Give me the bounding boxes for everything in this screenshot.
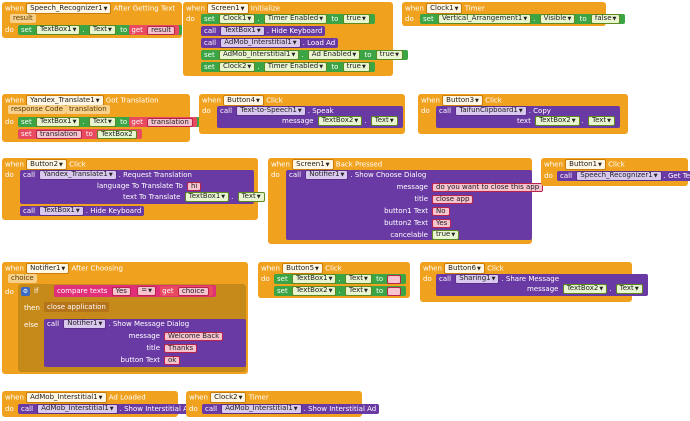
arg-label-message: message — [396, 183, 428, 191]
set-textbox2-text-empty[interactable]: set TextBox2▼. Text▼ to — [274, 286, 407, 296]
do-label: do — [405, 15, 414, 23]
if-then-else-block[interactable]: ⚙ if compare texts Yes =▼ get choice the… — [18, 284, 246, 372]
component-dropdown[interactable]: AdMob_Interstitial1▼ — [26, 392, 107, 403]
get-choice-block[interactable]: get choice — [160, 286, 213, 296]
component-dropdown[interactable]: Screen1▼ — [292, 159, 334, 170]
component-dropdown[interactable]: Screen1▼ — [207, 3, 249, 14]
event-block-button5-click[interactable]: when Button5▼ Click do set TextBox1▼. Te… — [258, 262, 410, 298]
do-label: do — [5, 171, 14, 179]
call-speech-recognizer-get-text[interactable]: call Speech_Recognizer1▼. Get Text — [557, 171, 690, 181]
if-label: if — [34, 287, 39, 295]
component-dropdown[interactable]: Speech_Recognizer1▼ — [26, 3, 112, 14]
arg-value-button1[interactable]: No — [432, 206, 450, 216]
component-dropdown[interactable]: Button6▼ — [444, 263, 485, 274]
do-label: do — [261, 275, 270, 283]
call-textbox1-hide-keyboard[interactable]: call TextBox1▼. Hide Keyboard — [201, 26, 326, 36]
do-label: do — [189, 405, 198, 413]
do-label: do — [5, 26, 14, 34]
event-block-button6-click[interactable]: when Button6▼ Click do call Sharing1▼. S… — [420, 262, 648, 302]
arg-value-message[interactable]: do you want to close this app — [432, 182, 544, 192]
event-block-button2-click[interactable]: when Button2▼ Click do call Yandex_Trans… — [2, 158, 265, 220]
arg-label-title: title — [146, 344, 160, 352]
arg-label-message: message — [128, 332, 160, 340]
event-block-speech-recognizer-after-getting-text[interactable]: when Speech_Recognizer1▼ After Getting T… — [2, 2, 182, 38]
event-param-choice[interactable]: choice — [8, 274, 37, 283]
when-label: when — [5, 4, 24, 13]
arg-value-button2[interactable]: Yes — [432, 218, 452, 228]
event-block-admob-ad-loaded[interactable]: when AdMob_Interstitial1▼ Ad Loaded do c… — [2, 391, 196, 417]
set-vertical-arrangement-visible[interactable]: set Vertical_Arrangement1▼. Visible▼ to … — [420, 14, 626, 24]
call-admob-show-interstitial-ad[interactable]: call AdMob_Interstitial1▼. Show Intersti… — [202, 404, 380, 414]
call-notifier-show-choose-dialog[interactable]: call Notifier1▼. Show Choose Dialog mess… — [286, 170, 544, 240]
do-label: do — [544, 172, 553, 180]
do-label: do — [186, 15, 195, 23]
arg-value-cancelable[interactable]: true▼ — [432, 230, 460, 240]
arg-label-button2: button2 Text — [384, 219, 428, 227]
arg-value-message[interactable]: Welcome Back — [164, 331, 224, 341]
arg-label-cancelable: cancelable — [390, 231, 428, 239]
component-dropdown[interactable]: Button2▼ — [26, 159, 67, 170]
component-dropdown[interactable]: Button1▼ — [565, 159, 606, 170]
event-param-response-code[interactable]: response Code — [8, 105, 66, 114]
do-label: do — [423, 275, 432, 283]
arg-label-button-text: button Text — [120, 356, 160, 364]
close-application-block[interactable]: close application — [44, 302, 109, 312]
component-dropdown[interactable]: Button3▼ — [442, 95, 483, 106]
component-dropdown[interactable]: Button5▼ — [282, 263, 323, 274]
set-translation-to-textbox2[interactable]: set translation to TextBox2 — [18, 129, 142, 139]
component-dropdown[interactable]: Notifier1▼ — [26, 263, 70, 274]
set-clock2-timer-enabled[interactable]: set Clock2▼. Timer Enabled▼ to true▼ — [201, 62, 375, 72]
do-label: do — [421, 107, 430, 115]
compare-texts-block[interactable]: compare texts Yes =▼ get choice — [54, 285, 216, 297]
call-admob-load-ad[interactable]: call AdMob_Interstitial1▼. Load Ad — [201, 38, 339, 48]
do-label: do — [271, 171, 280, 179]
event-block-yandex-got-translation[interactable]: when Yandex_Translate1▼ Got Translation … — [2, 94, 200, 142]
arg-label-title: title — [414, 195, 428, 203]
call-textbox1-hide-keyboard[interactable]: call TextBox1▼. Hide Keyboard — [20, 206, 145, 216]
else-label: else — [24, 321, 39, 329]
do-label: do — [5, 288, 14, 296]
event-param-translation[interactable]: translation — [66, 105, 110, 114]
component-dropdown[interactable]: Clock2▼ — [210, 392, 247, 403]
do-label: do — [5, 118, 14, 126]
arg-value-button-text[interactable]: ok — [164, 355, 181, 365]
event-name: After Getting Text — [113, 4, 176, 13]
call-notifier-show-message-dialog[interactable]: call Notifier1▼. Show Message Dialog mes… — [44, 319, 246, 367]
event-block-screen1-back-pressed[interactable]: when Screen1▼ Back Pressed do call Notif… — [268, 158, 544, 244]
set-textbox1-text-block[interactable]: set TextBox1▼. Text▼ to get result — [18, 25, 182, 35]
event-block-clock1-timer[interactable]: when Clock1▼ Timer do set Vertical_Arran… — [402, 2, 626, 26]
set-textbox1-text-empty[interactable]: set TextBox1▼. Text▼ to — [274, 274, 407, 284]
call-admob-show-interstitial-ad[interactable]: call AdMob_Interstitial1▼. Show Intersti… — [18, 404, 196, 414]
gear-icon[interactable]: ⚙ — [21, 287, 30, 296]
arg-value-title[interactable]: Thanks — [164, 343, 198, 353]
get-result-block[interactable]: get result — [129, 25, 179, 35]
component-dropdown[interactable]: Button4▼ — [223, 95, 264, 106]
get-translation-block[interactable]: get translation — [129, 117, 197, 127]
set-textbox1-text-translation[interactable]: set TextBox1▼. Text▼ to get translation — [18, 117, 200, 127]
then-label: then — [24, 304, 40, 312]
event-block-button4-click[interactable]: when Button4▼ Click do call Text-to-Spee… — [199, 94, 405, 134]
event-block-button1-click[interactable]: when Button1▼ Click do call Speech_Recog… — [541, 158, 690, 186]
set-clock1-timer-enabled[interactable]: set Clock1▼. Timer Enabled▼ to true▼ — [201, 14, 375, 24]
event-block-notifier1-after-choosing[interactable]: when Notifier1▼ After Choosing choice do… — [2, 262, 248, 374]
component-dropdown[interactable]: Clock1▼ — [426, 3, 463, 14]
event-block-button3-click[interactable]: when Button3▼ Click do call TaifunClipbo… — [418, 94, 628, 134]
set-admob-ad-enabled[interactable]: set AdMob_Interstitial1▼. Ad Enabled▼ to… — [201, 50, 408, 60]
arg-label-button1: button1 Text — [384, 207, 428, 215]
do-label: do — [5, 405, 14, 413]
event-block-screen1-initialize[interactable]: when Screen1▼ Initialize do set Clock1▼.… — [183, 2, 408, 76]
event-param-result[interactable]: result — [10, 14, 36, 23]
arg-value-title[interactable]: close app — [432, 194, 474, 204]
do-label: do — [202, 107, 211, 115]
call-yandex-request-translation[interactable]: call Yandex_Translate1▼. Request Transla… — [20, 170, 265, 204]
event-block-clock2-timer[interactable]: when Clock2▼ Timer do call AdMob_Interst… — [186, 391, 380, 417]
